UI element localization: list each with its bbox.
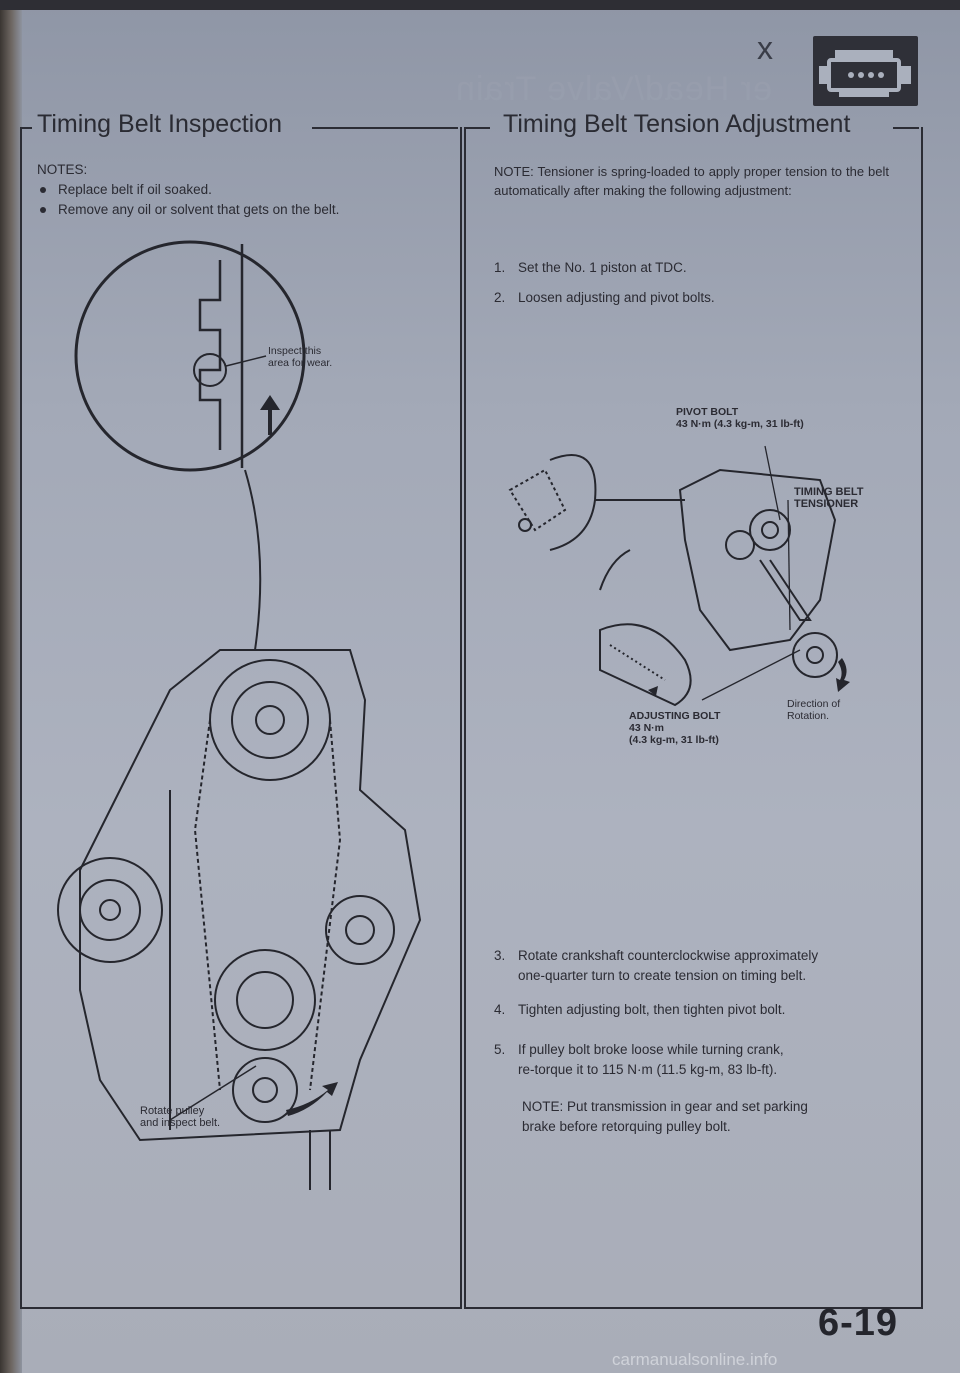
top-edge bbox=[0, 0, 960, 10]
page-number: 6-19 bbox=[818, 1302, 899, 1344]
step-item: 4. Tighten adjusting bolt, then tighten … bbox=[494, 1002, 786, 1017]
rotate-pulley-callout: Rotate pulley and inspect belt. bbox=[140, 1105, 221, 1129]
adjustment-panel-frame bbox=[464, 127, 923, 1309]
inspection-notes: NOTES: Replace belt if oil soaked. Remov… bbox=[37, 160, 339, 220]
tensioner-note: NOTE: Tensioner is spring-loaded to appl… bbox=[494, 164, 889, 198]
notes-heading: NOTES: bbox=[37, 162, 88, 177]
tensioner-illustration bbox=[508, 445, 850, 707]
tensioner-label: TIMING BELT TENSIONER bbox=[794, 486, 864, 510]
inspection-panel-frame bbox=[20, 127, 462, 1309]
site-watermark: carmanualsonline.info bbox=[612, 1350, 778, 1369]
title-rule bbox=[312, 127, 458, 129]
adjusting-bolt-label: ADJUSTING BOLT 43 N·m (4.3 kg-m, 31 lb-f… bbox=[629, 710, 721, 746]
page-binding bbox=[0, 0, 22, 1373]
inspect-callout: Inspect this area for wear. bbox=[268, 345, 333, 369]
engine-front-sketch bbox=[57, 649, 422, 1190]
engine-section-icon bbox=[813, 36, 918, 106]
adjustment-title: Timing Belt Tension Adjustment bbox=[503, 110, 851, 138]
step-item: 3. Rotate crankshaft counterclockwise ap… bbox=[494, 948, 819, 983]
title-rule bbox=[20, 127, 32, 129]
bleed-through-header: er Head/Valve Train bbox=[455, 70, 772, 108]
belt-teeth-profile bbox=[198, 260, 222, 450]
retorque-note: NOTE: Put transmission in gear and set p… bbox=[522, 1099, 808, 1134]
crank-pulley-sketch bbox=[599, 623, 692, 707]
title-rule bbox=[893, 127, 919, 129]
belt-detail-circle bbox=[74, 240, 306, 472]
rotation-arrow-icon bbox=[836, 658, 850, 692]
crank-detail bbox=[549, 454, 597, 551]
note-item: Remove any oil or solvent that gets on t… bbox=[37, 200, 339, 220]
timing-belt-illustration bbox=[57, 240, 422, 1190]
rotation-direction-label: Direction of Rotation. bbox=[787, 698, 841, 722]
belt-direction-arrow-icon bbox=[260, 395, 280, 435]
inspection-title: Timing Belt Inspection bbox=[37, 110, 283, 138]
note-item: Replace belt if oil soaked. bbox=[37, 180, 339, 200]
rotate-arrow-icon bbox=[286, 1082, 338, 1116]
wear-area-marker bbox=[193, 353, 227, 387]
title-rule bbox=[464, 127, 490, 129]
step-item: 5. If pulley bolt broke loose while turn… bbox=[494, 1042, 784, 1077]
handwritten-mark: x bbox=[757, 30, 773, 66]
step-item: 1. Set the No. 1 piston at TDC. bbox=[494, 260, 687, 275]
step-item: 2. Loosen adjusting and pivot bolts. bbox=[494, 290, 715, 305]
pivot-bolt-label: PIVOT BOLT 43 N·m (4.3 kg-m, 31 lb-ft) bbox=[676, 406, 804, 430]
